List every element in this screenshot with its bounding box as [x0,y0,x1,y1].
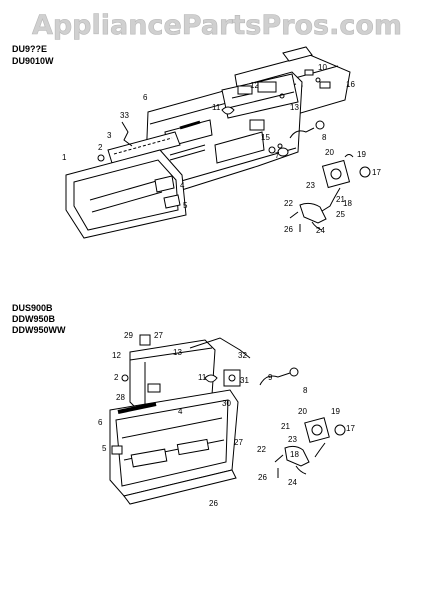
lower-assembly [109,334,346,505]
console-trim-1 [65,149,187,239]
lower-callout-31: 31 [240,376,249,385]
wire-8 [289,127,315,139]
switch-11-lower [204,374,218,383]
lower-callout-12: 12 [112,351,121,360]
upper-callout-18: 18 [343,199,352,208]
lower-callout-23: 23 [288,435,297,444]
upper-callout-7: 7 [275,151,280,160]
lower-callout-8: 8 [303,386,308,395]
part-2-lower [121,374,129,382]
upper-callout-17: 17 [372,168,381,177]
lower-callout-26: 26 [258,473,267,482]
lower-callout-29: 29 [124,331,133,340]
upper-callout-23: 23 [306,181,315,190]
upper-callout-10: 10 [318,63,327,72]
harness-32 [189,337,251,359]
upper-callout-5: 5 [183,201,188,210]
clip-29 [139,334,151,346]
lower-callout-27: 27 [234,438,243,447]
trim-26 [123,469,237,505]
lower-callout-9: 9 [268,373,273,382]
upper-callout-16: 16 [346,80,355,89]
part-7 [277,147,289,157]
model-label-lower-3: DDW950WW [12,325,66,335]
part-5-lower [111,445,123,455]
part-15 [249,119,265,131]
part-4-lower [147,383,161,393]
lower-callout-24: 24 [288,478,297,487]
panel-overlay-3 [107,131,181,164]
upper-callout-13: 13 [290,103,299,112]
upper-callout-11: 11 [212,103,221,112]
lower-callout-22: 22 [257,445,266,454]
front-console [109,389,239,497]
upper-callout-25: 25 [336,210,345,219]
lower-callout-21: 21 [281,422,290,431]
lower-callout-28: 28 [116,393,125,402]
model-label-lower-1: DUS900B [12,303,53,313]
upper-callout-22: 22 [284,199,293,208]
part-2 [97,154,105,162]
upper-callout-12: 12 [250,81,259,90]
lower-callout-11: 11 [198,373,207,382]
upper-callout-19: 19 [357,150,366,159]
upper-callout-8: 8 [322,133,327,142]
upper-callout-3: 3 [107,131,112,140]
model-label-upper-1: DU9??E [12,44,47,54]
lower-callout-13: 13 [173,348,182,357]
lower-callout-18: 18 [290,450,299,459]
motor-assembly [289,154,371,232]
switch-31 [223,369,241,387]
lower-callout-19: 19 [331,407,340,416]
model-label-upper-2: DU9010W [12,56,54,66]
lower-callout-2: 2 [114,373,119,382]
lower-callout-4: 4 [178,407,183,416]
lower-callout-32: 32 [238,351,247,360]
lower-callout-5: 5 [102,444,107,453]
motor-assembly-lower [274,417,346,478]
lower-callout-20: 20 [298,407,307,416]
lower-callout-27: 27 [154,331,163,340]
upper-callout-15: 15 [261,133,270,142]
upper-callout-2: 2 [98,143,103,152]
upper-callout-4: 4 [180,181,185,190]
wire-33 [121,121,133,147]
switch-11 [221,106,235,115]
upper-callout-26: 26 [284,225,293,234]
part-5 [163,194,181,209]
lower-callout-17: 17 [346,424,355,433]
upper-callout-21: 21 [336,195,345,204]
upper-callout-1: 1 [62,153,67,162]
watermark-text: AppliancePartsPros.com [32,10,402,41]
part-4 [154,175,175,193]
upper-callout-33: 33 [120,111,129,120]
model-label-lower-2: DDW950B [12,314,56,324]
upper-callout-24: 24 [316,226,325,235]
lower-callout-26: 26 [209,499,218,508]
lower-callout-30: 30 [222,399,231,408]
upper-callout-20: 20 [325,148,334,157]
wire-9 [259,372,291,386]
lower-callout-6: 6 [98,418,103,427]
upper-assembly [65,46,371,239]
upper-callout-6: 6 [143,93,148,102]
